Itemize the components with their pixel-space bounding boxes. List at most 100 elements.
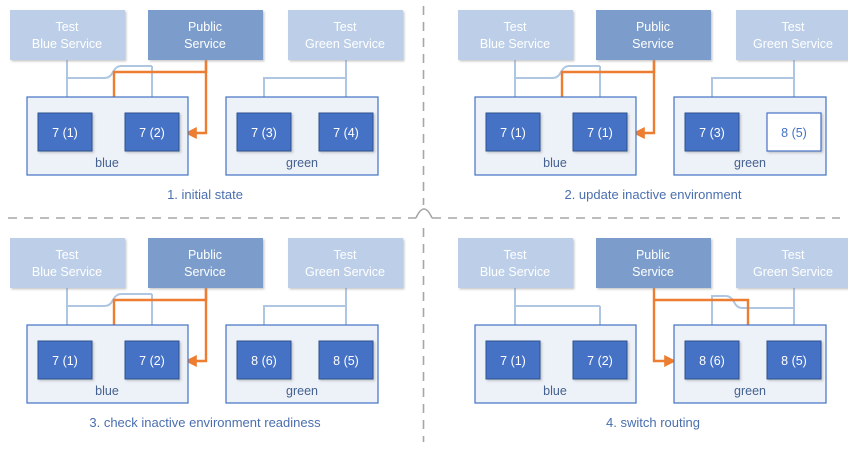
service-label-line1: Public xyxy=(636,248,670,262)
service-label-line1: Test xyxy=(782,20,805,34)
instance-box[interactable] xyxy=(485,340,541,380)
divider-hop-arc xyxy=(415,208,433,219)
instance-label: 7 (1) xyxy=(52,354,78,368)
panel-2-service-public[interactable]: Public Service xyxy=(596,10,711,60)
instance-label: 7 (2) xyxy=(139,126,165,140)
service-box-test-blue[interactable] xyxy=(458,10,573,60)
panel-3-service-test-green[interactable]: Test Green Service xyxy=(288,238,403,288)
service-label-line2: Service xyxy=(184,265,226,279)
service-label-line1: Test xyxy=(334,248,357,262)
instance-label: 7 (3) xyxy=(699,126,725,140)
service-label-line1: Test xyxy=(334,20,357,34)
service-label-line1: Public xyxy=(188,20,222,34)
panel-caption: 3. check inactive environment readiness xyxy=(89,415,321,430)
panel-1-service-test-green[interactable]: Test Green Service xyxy=(288,10,403,60)
instance-label: 8 (6) xyxy=(699,354,725,368)
service-box-public[interactable] xyxy=(596,238,711,288)
panel-4-test-connectors xyxy=(509,288,800,343)
service-label-line2: Service xyxy=(632,265,674,279)
service-label-line2: Blue Service xyxy=(32,265,102,279)
panel-caption: 4. switch routing xyxy=(606,415,700,430)
service-label-line1: Test xyxy=(504,248,527,262)
env-label-blue: blue xyxy=(95,384,119,398)
service-box-public[interactable] xyxy=(148,10,263,60)
panel-4-env-blue[interactable]: 7 (1) 7 (2) blue xyxy=(474,324,637,404)
instance-box[interactable] xyxy=(485,112,541,152)
panel-2-service-test-green[interactable]: Test Green Service xyxy=(736,10,848,60)
instance-label: 7 (1) xyxy=(587,126,613,140)
instance-label: 8 (5) xyxy=(781,354,807,368)
service-box-test-blue[interactable] xyxy=(458,238,573,288)
env-label-blue: blue xyxy=(543,156,567,170)
env-label-green: green xyxy=(286,156,318,170)
service-label-line2: Green Service xyxy=(305,265,385,279)
instance-label: 8 (6) xyxy=(251,354,277,368)
service-label-line2: Green Service xyxy=(753,37,833,51)
service-label-line2: Green Service xyxy=(305,37,385,51)
service-box-test-blue[interactable] xyxy=(10,10,125,60)
instance-label: 8 (5) xyxy=(781,126,807,140)
env-label-blue: blue xyxy=(543,384,567,398)
service-box-public[interactable] xyxy=(148,238,263,288)
service-label-line1: Test xyxy=(504,20,527,34)
instance-box[interactable] xyxy=(124,112,180,152)
panel-4-env-green[interactable]: 8 (6) 8 (5) green xyxy=(673,324,827,404)
instance-label: 7 (1) xyxy=(500,354,526,368)
instance-box[interactable] xyxy=(318,340,374,380)
panel-4-service-test-green[interactable]: Test Green Service xyxy=(736,238,848,288)
instance-label: 7 (4) xyxy=(333,126,359,140)
instance-box-inactive[interactable] xyxy=(766,112,822,152)
panel-caption: 1. initial state xyxy=(167,187,243,202)
service-label-line1: Test xyxy=(56,248,79,262)
instance-box[interactable] xyxy=(684,340,740,380)
service-box-test-green[interactable] xyxy=(288,10,403,60)
panel-3-env-green[interactable]: 8 (6) 8 (5) green xyxy=(225,324,379,404)
env-label-blue: blue xyxy=(95,156,119,170)
service-box-public[interactable] xyxy=(596,10,711,60)
panel-2-service-test-blue[interactable]: Test Blue Service xyxy=(458,10,573,60)
instance-box[interactable] xyxy=(684,112,740,152)
instance-box[interactable] xyxy=(236,340,292,380)
panel-3-service-public[interactable]: Public Service xyxy=(148,238,263,288)
env-label-green: green xyxy=(286,384,318,398)
panel-3-env-blue[interactable]: 7 (1) 7 (2) blue xyxy=(26,324,189,404)
instance-label: 7 (2) xyxy=(587,354,613,368)
service-label-line1: Public xyxy=(188,248,222,262)
instance-box[interactable] xyxy=(37,112,93,152)
panel-2-env-green[interactable]: 7 (3) 8 (5) green xyxy=(673,96,827,176)
instance-box[interactable] xyxy=(766,340,822,380)
instance-label: 7 (3) xyxy=(251,126,277,140)
service-box-test-green[interactable] xyxy=(736,238,848,288)
service-label-line1: Test xyxy=(782,248,805,262)
routing-public-to-green-1 xyxy=(652,288,677,367)
panel-1-env-blue[interactable]: 7 (1) 7 (2) blue xyxy=(26,96,189,176)
panel-2: 7 (1) 7 (1) blue 7 (3) 8 (5) green Test … xyxy=(458,10,848,202)
panel-3-service-test-blue[interactable]: Test Blue Service xyxy=(10,238,125,288)
panel-3: 7 (1) 7 (2) blue 8 (6) 8 (5) green Test … xyxy=(10,238,403,430)
panel-1-service-public[interactable]: Public Service xyxy=(148,10,263,60)
panel-4-service-test-blue[interactable]: Test Blue Service xyxy=(458,238,573,288)
instance-box[interactable] xyxy=(572,112,628,152)
connector-test-green-branch xyxy=(706,295,794,343)
panel-4-service-public[interactable]: Public Service xyxy=(596,238,711,288)
instance-box[interactable] xyxy=(572,340,628,380)
instance-box[interactable] xyxy=(37,340,93,380)
instance-box[interactable] xyxy=(236,112,292,152)
instance-label: 8 (5) xyxy=(333,354,359,368)
service-box-test-green[interactable] xyxy=(736,10,848,60)
service-label-line2: Service xyxy=(184,37,226,51)
instance-box[interactable] xyxy=(124,340,180,380)
routing-public-to-blue-2 xyxy=(184,60,208,139)
service-box-test-blue[interactable] xyxy=(10,238,125,288)
panel-2-env-blue[interactable]: 7 (1) 7 (1) blue xyxy=(474,96,637,176)
service-label-line1: Test xyxy=(56,20,79,34)
panel-1-service-test-blue[interactable]: Test Blue Service xyxy=(10,10,125,60)
instance-box[interactable] xyxy=(318,112,374,152)
service-label-line2: Service xyxy=(632,37,674,51)
env-label-green: green xyxy=(734,156,766,170)
service-box-test-green[interactable] xyxy=(288,238,403,288)
routing-public-to-blue-2 xyxy=(184,288,208,367)
panel-1-env-green[interactable]: 7 (3) 7 (4) green xyxy=(225,96,379,176)
instance-label: 7 (1) xyxy=(52,126,78,140)
